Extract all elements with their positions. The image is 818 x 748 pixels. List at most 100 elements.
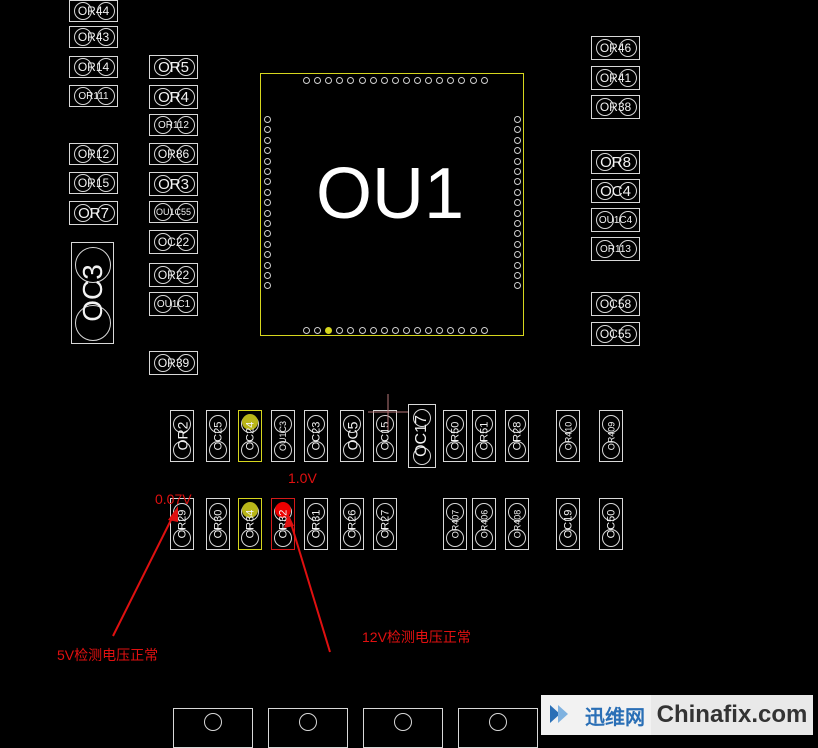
connector-pad[interactable]	[173, 708, 253, 748]
component-or7[interactable]: OR7	[69, 201, 118, 225]
pad-ring	[173, 441, 191, 459]
component-or27[interactable]: OR27	[373, 498, 397, 550]
pad-ring	[413, 409, 431, 427]
component-or41[interactable]: OR41	[591, 66, 640, 90]
component-label: OR409	[606, 421, 616, 451]
connector-pad[interactable]	[268, 708, 348, 748]
component-oc55[interactable]: OC55	[591, 322, 640, 346]
component-or32[interactable]: OR32	[271, 498, 295, 550]
pad-ring	[209, 503, 227, 521]
pad-ring	[596, 182, 614, 200]
connector-pad[interactable]	[363, 708, 443, 748]
chip-pin	[264, 147, 271, 155]
component-oc50[interactable]: OC50	[599, 498, 623, 550]
chip-pin	[264, 178, 271, 186]
component-label: OC3	[76, 264, 108, 322]
chip-pin	[514, 168, 521, 175]
component-oc17[interactable]: OC17	[408, 404, 436, 468]
component-or34[interactable]: OR34	[238, 498, 262, 550]
component-or2[interactable]: OR2	[170, 410, 194, 462]
chip-pin	[264, 209, 271, 217]
chip-pin	[264, 230, 271, 238]
chip-pin	[514, 240, 521, 248]
pad-ring	[154, 233, 172, 251]
component-or8[interactable]: OR8	[591, 150, 640, 174]
chip-pin	[447, 77, 455, 84]
pad-ring	[446, 441, 464, 459]
component-or50[interactable]: OR50	[443, 410, 467, 462]
component-or5[interactable]: OR5	[149, 55, 198, 79]
component-oc19[interactable]: OC19	[556, 498, 580, 550]
chip-pin	[264, 126, 271, 134]
component-or51[interactable]: OR51	[472, 410, 496, 462]
pad-ring	[619, 182, 637, 200]
component-label: OR14	[77, 60, 110, 74]
component-ou1c55[interactable]: OU1C55	[149, 201, 198, 223]
component-or31[interactable]: OR31	[304, 498, 328, 550]
pad-ring	[97, 174, 115, 192]
component-label: OC4	[600, 182, 631, 200]
pad-ring	[602, 503, 620, 521]
component-ou1c3[interactable]: OU1C3	[271, 410, 295, 462]
component-or14[interactable]: OR14	[69, 56, 118, 78]
chip-ou1[interactable]	[260, 73, 524, 336]
pad-ring	[343, 529, 361, 547]
component-oc24[interactable]: OC24	[238, 410, 262, 462]
component-or407[interactable]: OR407	[443, 498, 467, 550]
connector-pad[interactable]	[458, 708, 538, 748]
component-ou1c4[interactable]: OU1C4	[591, 208, 640, 232]
component-oc3[interactable]: OC3	[71, 242, 114, 344]
pad-ring	[97, 87, 115, 105]
chip-pin	[436, 77, 444, 84]
component-or111[interactable]: OR111	[69, 85, 118, 107]
component-oc15[interactable]: OC15	[373, 410, 397, 462]
chip-pin	[514, 272, 521, 279]
component-label: OU1C3	[278, 420, 289, 452]
pad-ring	[274, 415, 292, 433]
component-oc4[interactable]: OC4	[591, 179, 640, 203]
component-or44[interactable]: OR44	[69, 0, 118, 22]
component-or39[interactable]: OR39	[149, 351, 198, 375]
component-oc58[interactable]: OC58	[591, 292, 640, 316]
component-oc25[interactable]: OC25	[206, 410, 230, 462]
chip-pin	[514, 261, 521, 269]
component-or409[interactable]: OR409	[599, 410, 623, 462]
component-or86[interactable]: OR86	[149, 143, 198, 165]
component-or22[interactable]: OR22	[149, 263, 198, 287]
chip-pin	[336, 327, 344, 334]
pad-ring	[619, 98, 637, 116]
component-or26[interactable]: OR26	[340, 498, 364, 550]
component-or43[interactable]: OR43	[69, 26, 118, 48]
pad-ring	[307, 441, 325, 459]
component-or30[interactable]: OR30	[206, 498, 230, 550]
pad-ring	[154, 145, 172, 163]
component-or46[interactable]: OR46	[591, 36, 640, 60]
component-or28[interactable]: OR28	[505, 410, 529, 462]
component-oc23[interactable]: OC23	[304, 410, 328, 462]
component-or410[interactable]: OR410	[556, 410, 580, 462]
component-or112[interactable]: OR112	[149, 114, 198, 136]
component-or4[interactable]: OR4	[149, 85, 198, 109]
chip-pin	[380, 77, 388, 84]
component-or15[interactable]: OR15	[69, 172, 118, 194]
chip-pin	[264, 116, 271, 123]
component-ou1c1[interactable]: OU1C1	[149, 292, 198, 316]
chip-pin	[347, 327, 355, 334]
pad-ring	[177, 203, 195, 221]
component-or408[interactable]: OR408	[505, 498, 529, 550]
component-or38[interactable]: OR38	[591, 95, 640, 119]
component-label: OR26	[346, 509, 358, 539]
component-oc5[interactable]: OC5	[340, 410, 364, 462]
component-or113[interactable]: OR113	[591, 237, 640, 261]
component-oc22[interactable]: OC22	[149, 230, 198, 254]
component-label: OC5	[344, 421, 361, 451]
pad-ring	[619, 153, 637, 171]
component-or3[interactable]: OR3	[149, 172, 198, 196]
chip-pin	[358, 327, 366, 334]
component-or12[interactable]: OR12	[69, 143, 118, 165]
component-or406[interactable]: OR406	[472, 498, 496, 550]
pad-ring	[154, 116, 172, 134]
chip-pin	[447, 327, 455, 334]
component-label: OC58	[599, 297, 632, 311]
pad-ring	[376, 503, 394, 521]
